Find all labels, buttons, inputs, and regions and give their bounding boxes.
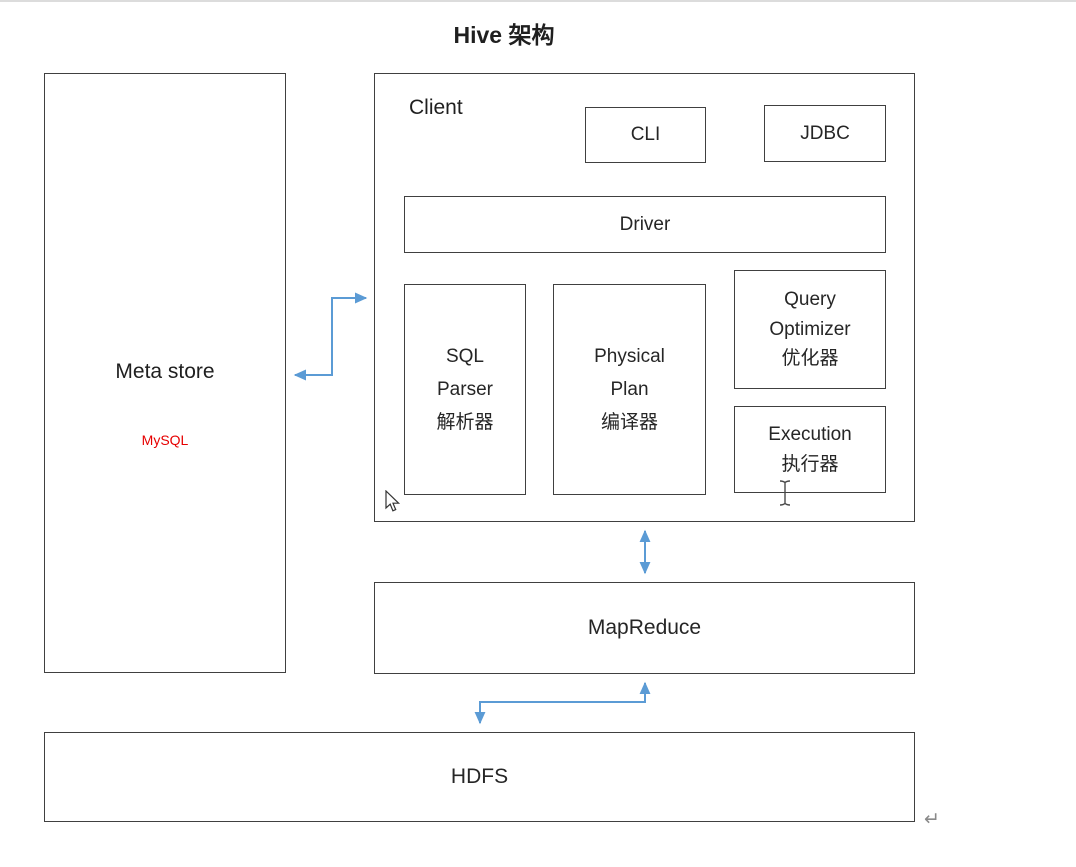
edge-metastore-client [293, 292, 368, 381]
node-client: Client CLI JDBC Driver SQL Parser 解析器 Ph… [374, 73, 915, 522]
driver-label: Driver [619, 213, 671, 235]
query-optimizer-label: Query Optimizer 优化器 [769, 289, 851, 370]
meta-store-label: Meta store [115, 360, 215, 383]
execution-label: Execution 执行器 [768, 424, 852, 475]
cli-label: CLI [630, 124, 661, 146]
node-query-optimizer: Query Optimizer 优化器 [734, 270, 886, 389]
edge-mapreduce-hdfs [474, 681, 651, 725]
jdbc-label: JDBC [800, 122, 850, 144]
node-physical-plan: Physical Plan 编译器 [553, 284, 706, 495]
node-hdfs: HDFS [44, 732, 915, 822]
node-mapreduce: MapReduce [374, 582, 915, 674]
node-sql-parser: SQL Parser 解析器 [404, 284, 526, 495]
diagram-title: Hive 架构 [453, 22, 555, 48]
node-meta-store: Meta store MySQL [44, 73, 286, 673]
node-driver: Driver [404, 196, 886, 253]
client-label: Client [409, 96, 463, 119]
sql-parser-label: SQL Parser 解析器 [436, 345, 494, 434]
mapreduce-label: MapReduce [587, 616, 702, 639]
node-cli: CLI [585, 107, 706, 163]
hdfs-label: HDFS [450, 765, 509, 788]
paragraph-return-mark: ↵ [924, 809, 940, 830]
physical-plan-label: Physical Plan 编译器 [594, 345, 665, 434]
node-jdbc: JDBC [764, 105, 886, 162]
meta-store-mysql-label: MySQL [141, 432, 189, 448]
node-execution: Execution 执行器 [734, 406, 886, 493]
